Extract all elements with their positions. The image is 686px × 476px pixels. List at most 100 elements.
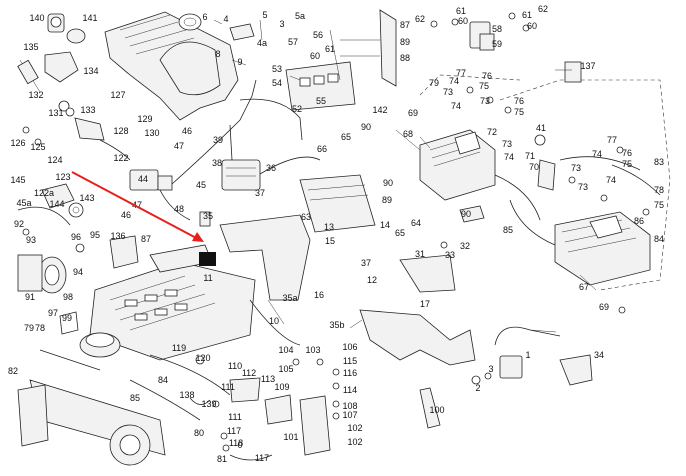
part-label-4a: 4a [257, 38, 267, 48]
part-label-85: 85 [130, 393, 140, 403]
part-label-111: 111 [221, 382, 235, 392]
part-label-133: 133 [80, 105, 95, 115]
part-label-33: 33 [445, 250, 455, 260]
part-label-122a: 122a [34, 188, 54, 198]
part-label-117: 117 [227, 426, 241, 436]
part-label-34: 34 [594, 350, 604, 360]
part-label-59: 59 [492, 39, 502, 49]
part-label-12: 12 [367, 275, 377, 285]
part-label-53: 53 [272, 64, 282, 74]
part-label-117: 117 [255, 453, 269, 463]
part-label-141: 141 [82, 13, 97, 23]
part-label-106: 106 [342, 342, 357, 352]
part-label-128: 128 [113, 126, 128, 136]
part-label-139: 139 [201, 399, 216, 409]
part-label-61: 61 [325, 44, 335, 54]
part-label-75: 75 [514, 107, 524, 117]
part-label-82: 82 [8, 366, 18, 376]
part-label-71: 71 [525, 151, 535, 161]
part-label-143: 143 [79, 193, 94, 203]
part-label-69: 69 [599, 302, 609, 312]
main-bracket [219, 174, 476, 366]
part-label-8: 8 [215, 49, 220, 59]
front-axle [17, 311, 231, 466]
part-label-44: 44 [138, 174, 148, 184]
part-label-14: 14 [380, 220, 390, 230]
part-label-89: 89 [382, 195, 392, 205]
part-label-9: 9 [237, 57, 242, 67]
part-label-113: 113 [261, 374, 275, 384]
part-label-67: 67 [579, 282, 589, 292]
part-label-62: 62 [415, 14, 425, 24]
highlight-arrow [71, 171, 204, 242]
part-label-134: 134 [83, 66, 98, 76]
part-label-47: 47 [174, 141, 184, 151]
part-label-130: 130 [144, 128, 159, 138]
part-label-65: 65 [395, 228, 405, 238]
part-label-77: 77 [456, 68, 466, 78]
part-label-58: 58 [492, 24, 502, 34]
part-label-107: 107 [342, 410, 357, 420]
part-label-37: 37 [361, 258, 371, 268]
part-label-136: 136 [110, 231, 125, 241]
part-label-96: 96 [71, 232, 81, 242]
part-label-120: 120 [195, 353, 210, 363]
part-label-88: 88 [400, 53, 410, 63]
part-label-65: 65 [341, 132, 351, 142]
part-label-60: 60 [310, 51, 320, 61]
part-label-60: 60 [527, 21, 537, 31]
part-label-61: 61 [522, 10, 532, 20]
part-label-35: 35 [203, 211, 213, 221]
switch-console [89, 244, 301, 361]
part-label-5: 5 [262, 10, 267, 20]
part-label-57: 57 [288, 37, 298, 47]
part-label-118: 118 [229, 438, 243, 448]
part-label-15: 15 [325, 236, 335, 246]
part-label-73: 73 [578, 182, 588, 192]
part-label-79: 79 [24, 323, 34, 333]
sender-cluster [129, 79, 321, 227]
part-label-132: 132 [28, 90, 43, 100]
part-label-39: 39 [213, 135, 223, 145]
part-label-104: 104 [278, 345, 293, 355]
left-lamp [17, 228, 139, 294]
part-label-91: 91 [25, 292, 35, 302]
part-label-60: 60 [458, 16, 468, 26]
part-label-87: 87 [141, 234, 151, 244]
part-label-84: 84 [158, 375, 168, 385]
part-label-86: 86 [634, 216, 644, 226]
part-label-112: 112 [242, 368, 256, 378]
part-label-35b: 35b [329, 320, 344, 330]
part-label-77: 77 [607, 135, 617, 145]
part-label-114: 114 [343, 385, 357, 395]
part-label-131: 131 [48, 108, 63, 118]
part-label-126: 126 [10, 138, 25, 148]
part-label-98: 98 [63, 292, 73, 302]
leader-lines [213, 19, 597, 329]
part-label-78: 78 [654, 185, 664, 195]
control-unit-68 [419, 129, 496, 201]
part-label-137: 137 [580, 61, 595, 71]
part-label-69: 69 [408, 108, 418, 118]
part-label-46: 46 [121, 210, 131, 220]
part-label-135: 135 [23, 42, 38, 52]
part-label-142: 142 [372, 105, 387, 115]
part-label-68: 68 [403, 129, 413, 139]
top-left-components [17, 13, 131, 226]
part-label-105: 105 [278, 364, 293, 374]
part-label-4: 4 [223, 14, 228, 24]
part-label-17: 17 [420, 299, 430, 309]
part-label-103: 103 [305, 345, 320, 355]
part-label-0: 0 [237, 440, 242, 450]
part-label-102: 102 [347, 423, 362, 433]
valve-cover-assembly [104, 11, 239, 121]
part-43-callout: 43 [199, 252, 216, 266]
part-label-36: 36 [266, 163, 276, 173]
part-label-79: 79 [429, 78, 439, 88]
part-label-1: 1 [525, 350, 530, 360]
part-label-129: 129 [137, 114, 152, 124]
part-label-92: 92 [14, 219, 24, 229]
part-label-75: 75 [622, 159, 632, 169]
